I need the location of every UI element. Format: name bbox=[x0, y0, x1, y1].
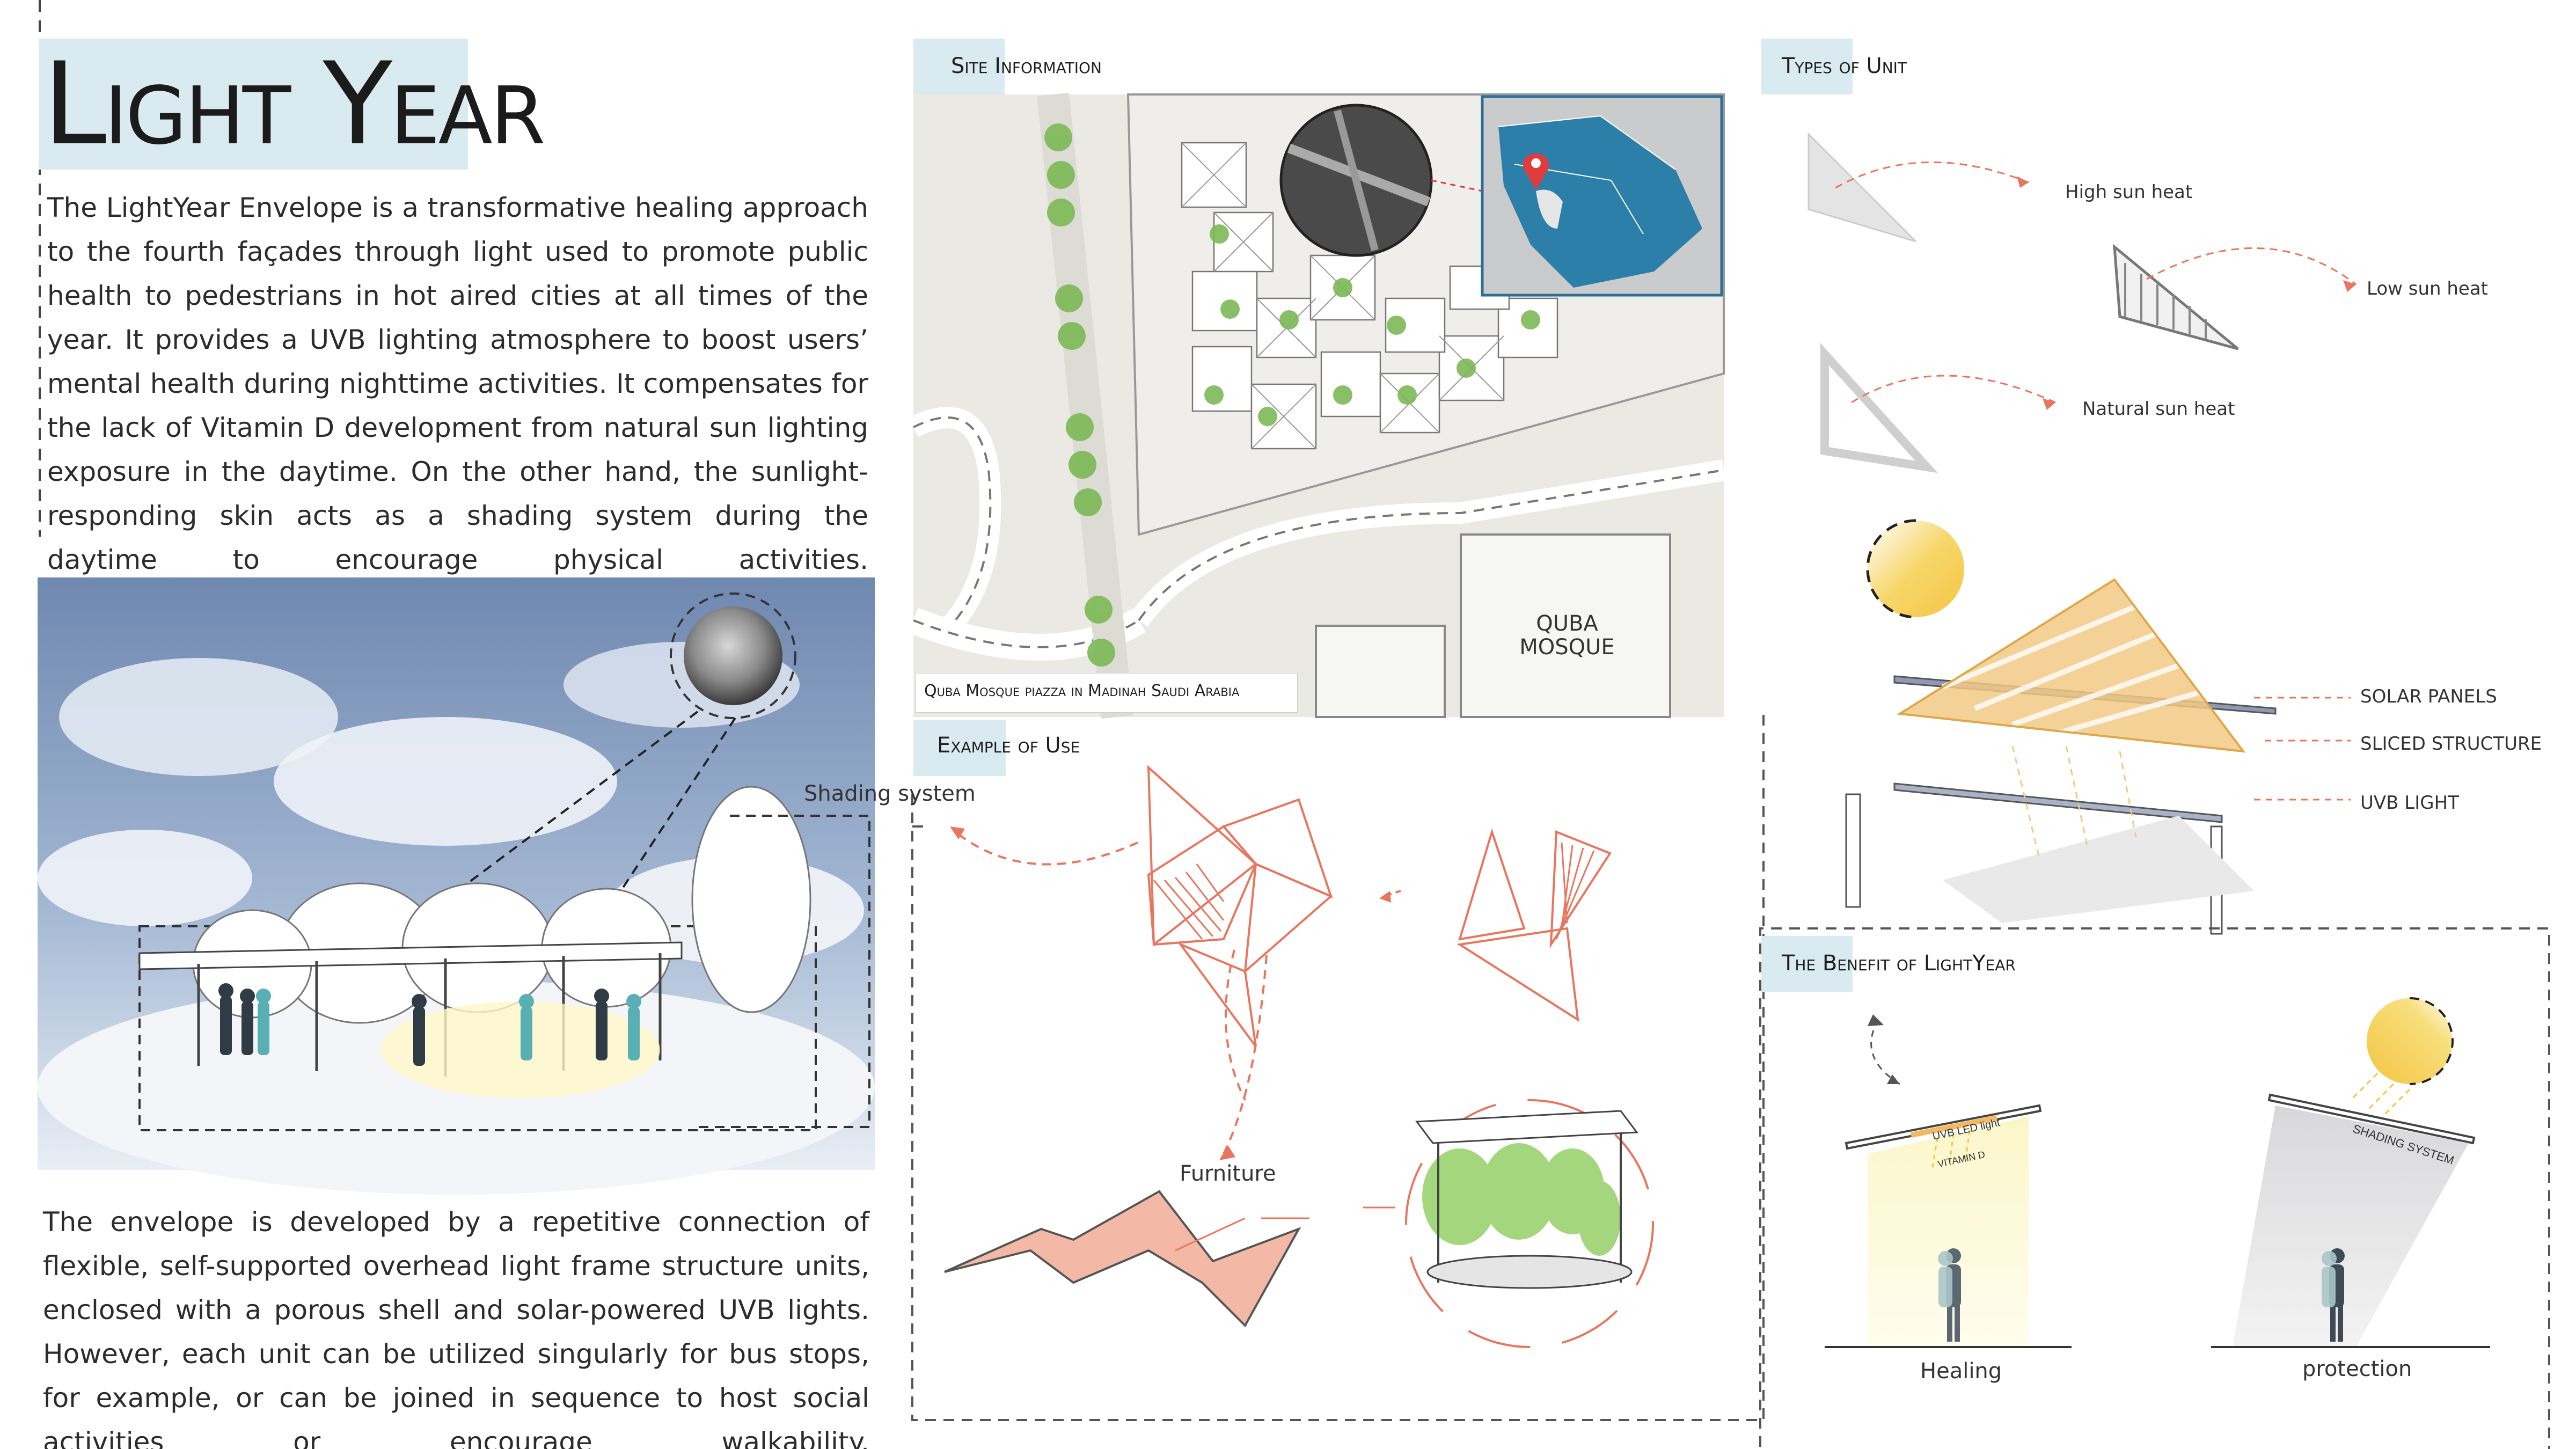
protection-label: protection bbox=[2302, 1357, 2412, 1381]
closing-paragraph: The envelope is developed by a repetitiv… bbox=[43, 1206, 869, 1449]
exploded-unit-diagram bbox=[1845, 519, 2351, 935]
types-of-unit-heading: Types of Unit bbox=[1782, 54, 1907, 78]
unit-types-diagram bbox=[1807, 132, 2357, 473]
site-information-heading: Site Information bbox=[951, 54, 1102, 78]
benefit-heading: The Benefit of LightYear bbox=[1782, 951, 2016, 976]
unit-label-natural-sun-heat: Natural sun heat bbox=[2082, 398, 2235, 420]
sun-benefit-icon bbox=[2367, 998, 2453, 1084]
healing-label: Healing bbox=[1920, 1359, 2002, 1384]
mosque-label-line1: QUBA bbox=[1536, 611, 1598, 636]
sun-icon bbox=[1868, 521, 1964, 617]
page-title: Light Year bbox=[43, 38, 546, 170]
benefit-frame bbox=[1759, 927, 2550, 1449]
example-of-use-heading: Example of Use bbox=[937, 733, 1080, 758]
unit-label-low-sun-heat: Low sun heat bbox=[2367, 278, 2489, 299]
location-pin-icon bbox=[1523, 153, 1549, 190]
benefit-tab bbox=[1761, 936, 1853, 992]
title-highlight bbox=[39, 39, 468, 170]
mosque-label-line2: MOSQUE bbox=[1519, 635, 1615, 660]
example-unit-diagram bbox=[944, 765, 1654, 1348]
scene-dashed-extension bbox=[692, 815, 870, 1128]
label-uvb-light: UVB LIGHT bbox=[2360, 792, 2459, 814]
label-sliced-structure: SLICED STRUCTURE bbox=[2360, 733, 2542, 755]
night-scene-illustration bbox=[38, 577, 875, 1195]
furniture-label: Furniture bbox=[1180, 1161, 1276, 1186]
site-caption-box bbox=[916, 673, 1298, 713]
shading-system-label: Shading system bbox=[804, 781, 976, 806]
site-information-tab bbox=[913, 39, 1005, 94]
site-plan bbox=[909, 92, 1726, 719]
moon-icon bbox=[684, 606, 782, 705]
site-caption: Quba Mosque piazza in Madinah Saudi Arab… bbox=[924, 682, 1240, 700]
example-of-use-tab bbox=[913, 720, 1006, 776]
benefit-diagram bbox=[1825, 997, 2490, 1348]
types-of-unit-tab bbox=[1761, 39, 1853, 94]
label-solar-panels: SOLAR PANELS bbox=[2360, 686, 2497, 707]
example-frame bbox=[911, 714, 1765, 1421]
unit-label-high-sun-heat: High sun heat bbox=[2065, 181, 2193, 203]
intro-paragraph: The LightYear Envelope is a transformati… bbox=[47, 192, 868, 575]
mosque-label: QUBA MOSQUE bbox=[1513, 612, 1621, 659]
